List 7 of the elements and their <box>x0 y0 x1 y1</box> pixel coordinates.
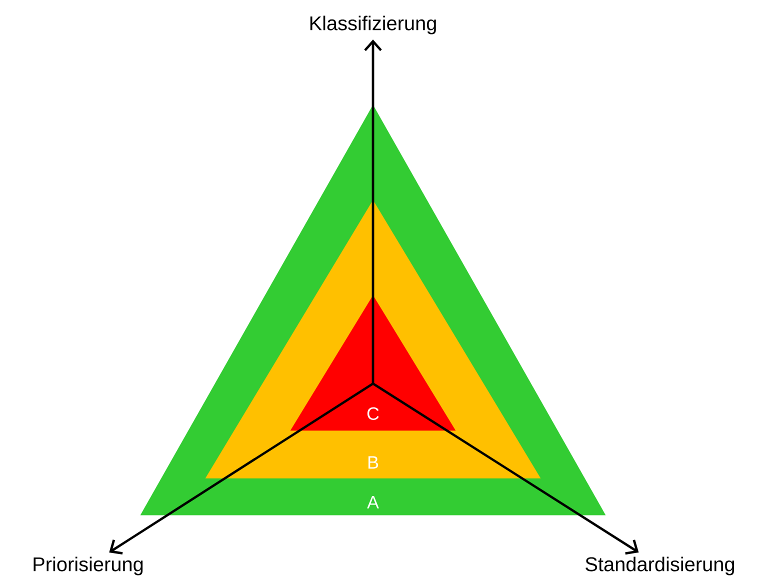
axis-arrow <box>109 382 374 555</box>
axis-label: Klassifizierung <box>310 16 436 34</box>
triangle-band: C <box>290 295 456 431</box>
axis-label: Standardisierung <box>586 556 734 576</box>
axis-label: Priorisierung <box>34 556 143 576</box>
axis-arrow <box>372 382 639 555</box>
axis-arrow <box>364 39 382 384</box>
